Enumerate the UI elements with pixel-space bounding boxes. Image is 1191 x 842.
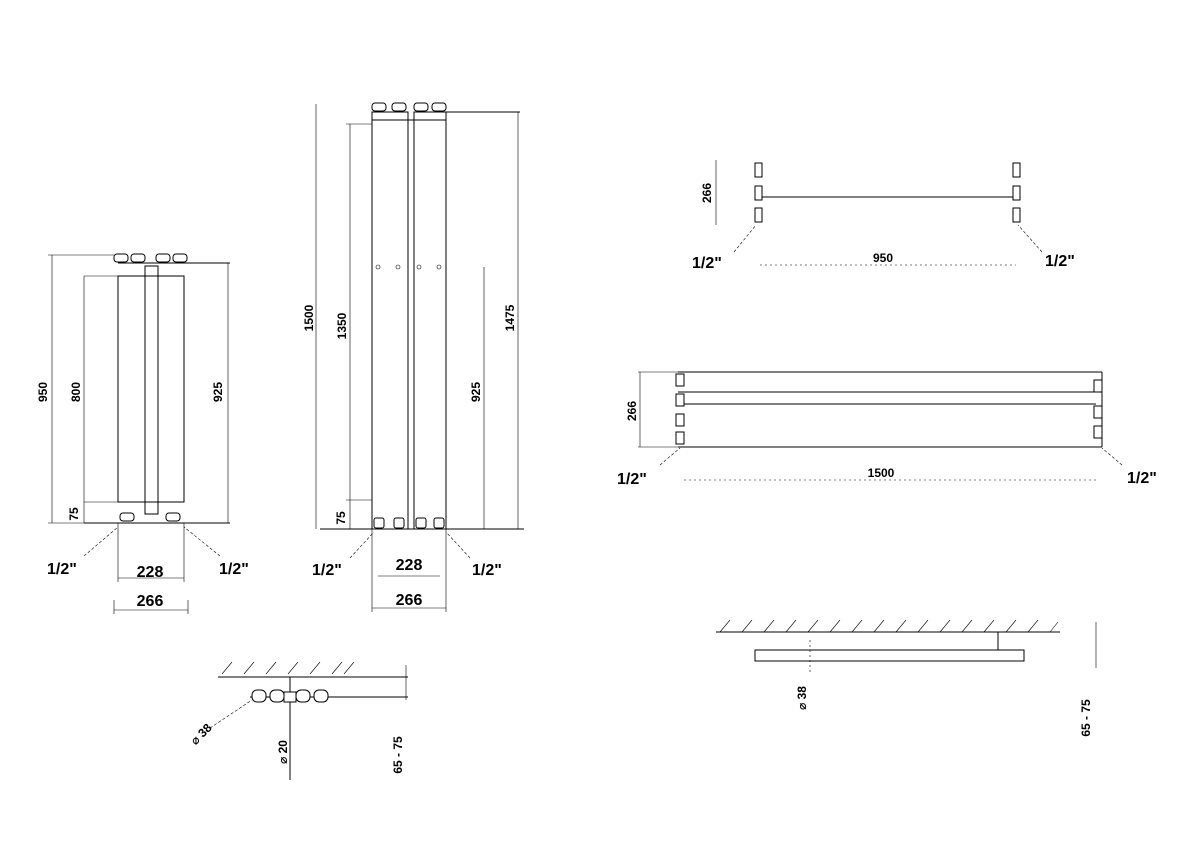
center-bar [144, 265, 159, 515]
connector-right-label: 1/2" [219, 561, 249, 578]
connector-right-label: 1/2" [472, 562, 502, 579]
wall-distance-label: 65 - 75 [391, 736, 405, 774]
front-view-1500: 1500 1350 1475 925 75 1/2" 1/2" 228 266 [302, 102, 524, 612]
left-valve-1 [675, 373, 685, 387]
top-view-1500: 266 1500 1/2" 1/2" [617, 371, 1157, 488]
radiator-side-profile [754, 649, 1025, 662]
diameter-small-label: ⌀ 20 [276, 740, 290, 764]
top-connector-left-2 [130, 253, 146, 263]
connector-right-label: 1/2" [1127, 470, 1157, 487]
column-right [413, 111, 447, 530]
pipe-mid-right [295, 689, 311, 703]
connector-right-label: 1/2" [1045, 253, 1075, 270]
connector-left-label: 1/2" [47, 561, 77, 578]
height-total-label: 1500 [302, 304, 316, 331]
depth-label: 266 [700, 183, 714, 203]
connector-left-label: 1/2" [617, 471, 647, 488]
height-inner-label: 1350 [335, 312, 349, 339]
top-connector-4 [431, 102, 447, 112]
bracket-detail-left: ⌀ 38 ⌀ 20 65 - 75 [188, 661, 408, 780]
pipe-left [251, 689, 267, 703]
column-left [371, 111, 409, 530]
diameter-label: ⌀ 38 [795, 686, 809, 710]
connector-left-label: 1/2" [692, 255, 722, 272]
height-total-label: 950 [36, 382, 50, 402]
width-total-label: 266 [137, 593, 164, 610]
bottom-connector-1 [373, 517, 385, 529]
bottom-connector-right [165, 512, 181, 522]
bottom-offset-label: 75 [334, 511, 348, 525]
bottom-offset-label: 75 [67, 507, 81, 521]
top-connector-1 [371, 102, 387, 112]
left-valve-mid [754, 185, 763, 201]
bottom-connector-left [119, 512, 135, 522]
length-label: 950 [873, 251, 893, 265]
top-connector-2 [391, 102, 407, 112]
top-connector-left [113, 253, 129, 263]
height-mid-label: 925 [469, 382, 483, 402]
width-inner-label: 228 [396, 557, 423, 574]
front-view-950: 950 800 925 75 1/2" 1/2" 228 266 [36, 253, 249, 614]
bottom-connector-4 [433, 517, 445, 529]
wall-distance-label: 65 - 75 [1079, 699, 1093, 737]
right-valve-2 [1093, 405, 1103, 419]
left-valve-3 [675, 413, 685, 427]
bracket-detail-right: ⌀ 38 65 - 75 [716, 619, 1097, 737]
diameter-large-label: ⌀ 38 [188, 721, 215, 748]
height-inner-label: 800 [69, 382, 83, 402]
top-view-950: 266 950 1/2" 1/2" [692, 160, 1075, 272]
right-valve-top [1012, 162, 1021, 178]
wall-hatch [221, 661, 355, 675]
left-valve-bottom [754, 207, 763, 223]
left-valve-top [754, 162, 763, 178]
length-label: 1500 [868, 466, 895, 480]
right-valve-bottom [1012, 207, 1021, 223]
height-right-label: 925 [211, 382, 225, 402]
left-valve-2 [675, 393, 685, 407]
top-connector-right [155, 253, 171, 263]
width-inner-label: 228 [137, 564, 164, 581]
bottom-connector-2 [393, 517, 405, 529]
right-valve-3 [1093, 425, 1103, 439]
wall-hatch [719, 619, 1059, 633]
top-connector-3 [413, 102, 429, 112]
left-valve-4 [675, 431, 685, 445]
pipe-right [313, 689, 329, 703]
height-right-label: 1475 [503, 304, 517, 331]
pipe-mid-left [269, 689, 285, 703]
right-valve-mid [1012, 185, 1021, 201]
top-connector-right-2 [172, 253, 188, 263]
width-total-label: 266 [396, 592, 423, 609]
bottom-connector-3 [415, 517, 427, 529]
right-valve-1 [1093, 379, 1103, 393]
depth-label: 266 [625, 401, 639, 421]
panel-body [117, 275, 185, 503]
connector-left-label: 1/2" [312, 562, 342, 579]
bracket-clamp [283, 691, 297, 703]
